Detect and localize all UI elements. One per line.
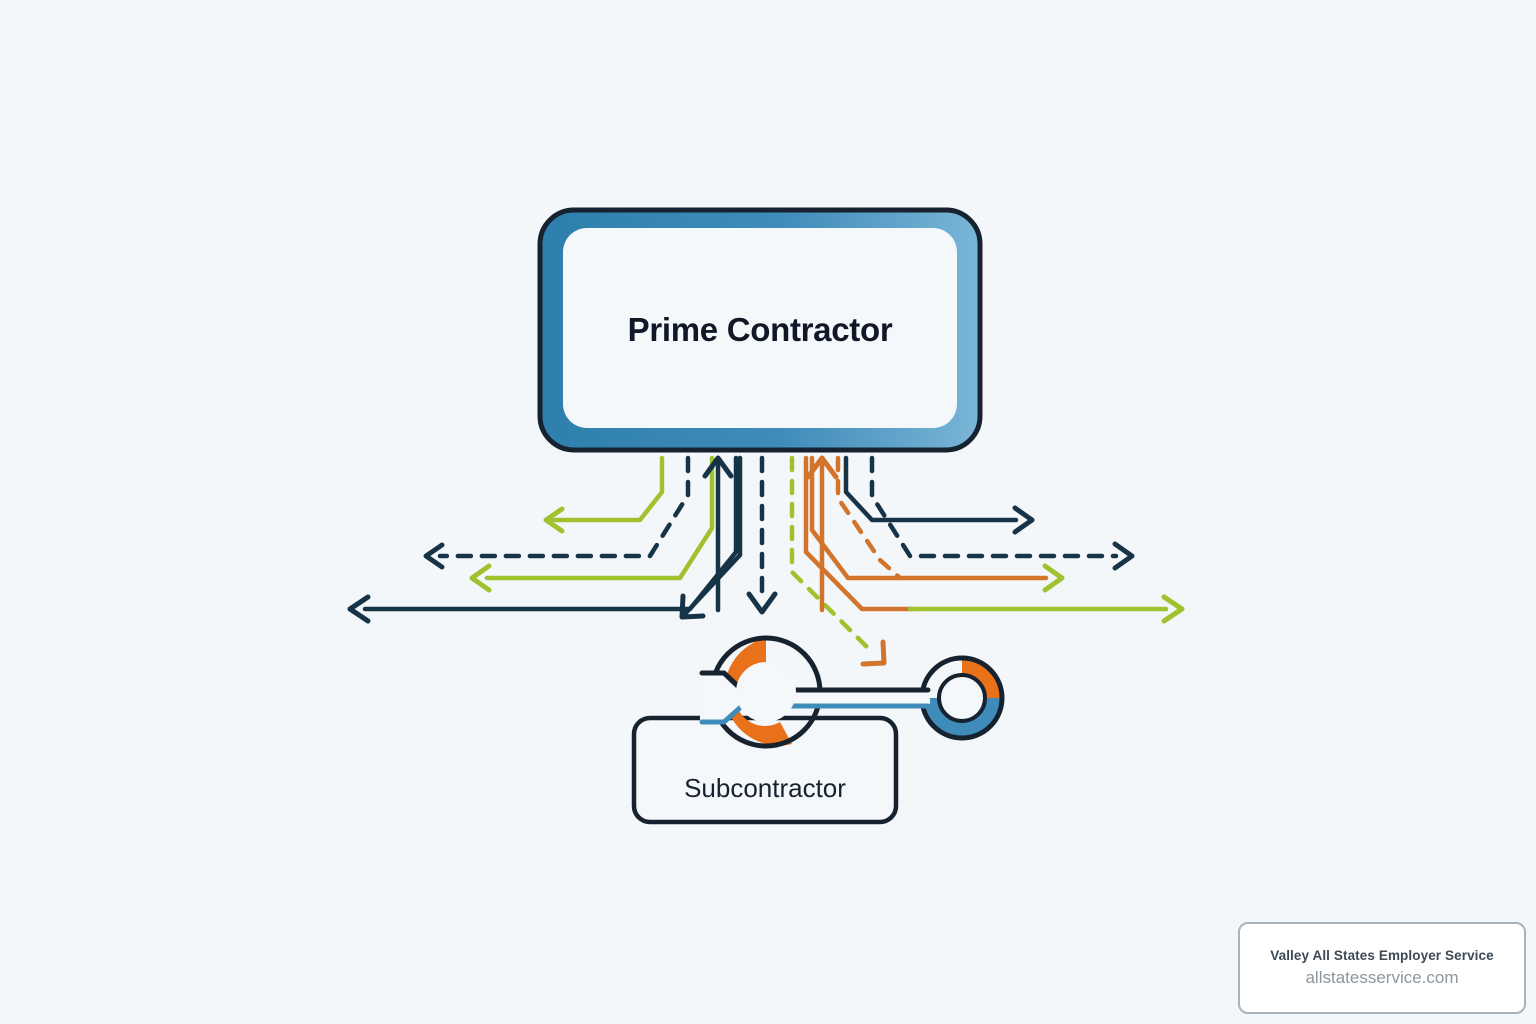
connector-navy-solid-upper-right (843, 455, 1035, 535)
connector-orange-to-green-far-right (803, 455, 1185, 624)
watermark-title: Valley All States Employer Service (1270, 948, 1494, 963)
connector-green-solid-upper-left (543, 455, 665, 534)
connector-navy-down-left-arrow (679, 455, 743, 620)
watermark-badge: Valley All States Employer Service allst… (1238, 922, 1526, 1014)
wrench-dumbbell-icon (699, 635, 1005, 749)
connector-navy-up-arrow (702, 455, 734, 613)
connector-navy-down-arrow (746, 455, 778, 615)
connector-navy-dashed-right (869, 455, 1135, 571)
connector-navy-dashed-left (423, 455, 691, 570)
prime-contractor-box-inner (563, 228, 957, 428)
connector-orange-dashed-right (835, 455, 903, 581)
connector-orange-solid-right (809, 455, 1065, 593)
connector-green-solid-lower-left (469, 455, 715, 593)
connector-navy-solid-far-left (347, 455, 739, 624)
connector-green-dashed-to-subcontractor (789, 455, 887, 667)
prime-contractor-node[interactable] (537, 207, 983, 453)
watermark-url: allstatesservice.com (1305, 968, 1459, 987)
